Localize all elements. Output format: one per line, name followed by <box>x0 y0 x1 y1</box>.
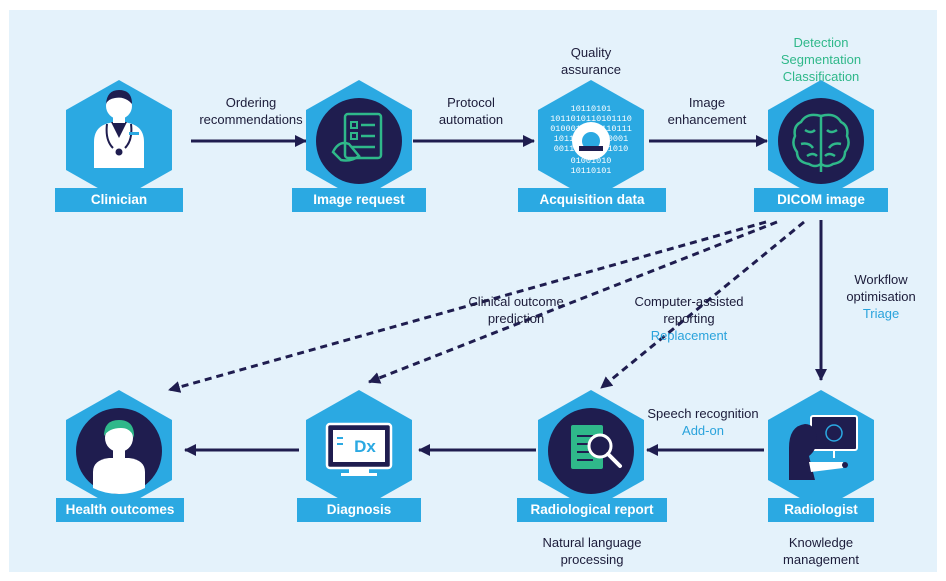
edge-label-speech: Speech recognition Add-on <box>635 405 771 439</box>
workflow-line-2: optimisation <box>846 289 916 304</box>
label-radiological-report: Radiological report <box>517 498 667 522</box>
binary-line-8: 01001010 <box>571 156 612 166</box>
radiologist-monitor-icon <box>789 415 858 480</box>
clinical-line-2: prediction <box>487 311 545 326</box>
edge-label-image-enhancement: Image enhancement <box>659 94 755 128</box>
image-enhancement-line-1: Image <box>688 95 726 110</box>
edge-label-clinical: Clinical outcome prediction <box>461 293 571 327</box>
edge-label-ordering: Ordering recommendations <box>197 94 305 128</box>
binary-line-1: 10110101 <box>571 104 612 114</box>
edge-label-protocol: Protocol automation <box>421 94 521 128</box>
edge-label-ai-tasks: Detection Segmentation Classification <box>771 34 871 85</box>
binary-line-4: 1011 <box>554 134 574 144</box>
report-magnifier-icon <box>571 425 622 469</box>
ordering-line-2: recommendations <box>199 112 303 127</box>
quality-line-1: Quality <box>570 45 612 60</box>
edge-label-computer-assisted: Computer-assisted reporting Replacement <box>627 293 751 344</box>
label-image-request: Image request <box>292 188 426 212</box>
quality-line-2: assurance <box>561 62 621 77</box>
node-health-outcomes <box>66 390 172 510</box>
dashed-arrows <box>168 220 805 393</box>
doctor-stethoscope-icon <box>94 90 144 168</box>
knowledge-line-1: Knowledge <box>788 535 854 550</box>
knowledge-line-2: management <box>783 552 859 567</box>
scanner-binary-icon: 10110101 1011010110101110 01000100101101… <box>550 104 632 176</box>
dashed-arrow-to-report <box>600 220 805 390</box>
speech-label: Speech recognition <box>647 406 759 421</box>
image-enhancement-line-2: enhancement <box>667 112 747 127</box>
computer-assisted-line-2: reporting <box>663 311 715 326</box>
binary-line-6: 0011 <box>554 144 574 154</box>
detection-label: Detection <box>793 35 849 50</box>
node-acquisition-data: 10110101 1011010110101110 01000100101101… <box>538 80 644 200</box>
clinical-line-1: Clinical outcome <box>468 294 564 309</box>
binary-line-5: 0001 <box>608 134 628 144</box>
node-dicom-image <box>768 80 874 200</box>
replacement-label: Replacement <box>650 328 728 343</box>
nlp-line-1: Natural language <box>542 535 642 550</box>
dx-text: Dx <box>354 437 376 456</box>
protocol-line-2: automation <box>438 112 504 127</box>
label-radiologist: Radiologist <box>768 498 874 522</box>
workflow-line-1: Workflow <box>854 272 908 287</box>
node-radiologist <box>768 390 874 510</box>
classification-label: Classification <box>782 69 860 84</box>
binary-line-7: 1010 <box>608 144 628 154</box>
ordering-line-1: Ordering <box>225 95 277 110</box>
diagram-canvas: 10110101 1011010110101110 01000100101101… <box>9 10 937 572</box>
checklist-form-icon <box>331 112 383 162</box>
patient-icon <box>93 420 145 494</box>
dx-monitor-icon: Dx <box>325 422 393 476</box>
node-diagnosis: Dx <box>306 390 412 510</box>
label-clinician: Clinician <box>55 188 183 212</box>
label-dicom-image: DICOM image <box>754 188 888 212</box>
binary-line-2: 1011010110101110 <box>550 114 632 124</box>
node-clinician <box>66 80 172 200</box>
flow-diagram: 10110101 1011010110101110 01000100101101… <box>66 80 874 510</box>
edge-label-quality: Quality assurance <box>549 44 633 78</box>
label-acquisition-data: Acquisition data <box>518 188 666 212</box>
edge-label-knowledge: Knowledge management <box>771 534 871 568</box>
dashed-arrow-to-diagnosis <box>368 220 778 384</box>
nlp-line-2: processing <box>560 552 624 567</box>
binary-line-9: 10110101 <box>571 166 612 176</box>
label-health-outcomes: Health outcomes <box>56 498 184 522</box>
addon-label: Add-on <box>682 423 724 438</box>
protocol-line-1: Protocol <box>447 95 495 110</box>
dashed-arrow-to-outcomes <box>168 220 767 393</box>
edge-label-workflow: Workflow optimisation Triage <box>839 271 923 322</box>
node-image-request <box>306 80 412 200</box>
edge-label-nlp: Natural language processing <box>529 534 655 568</box>
brain-icon <box>792 113 850 172</box>
label-diagnosis: Diagnosis <box>297 498 421 522</box>
solid-arrows <box>184 135 827 456</box>
node-radiological-report <box>538 390 644 510</box>
triage-label: Triage <box>862 306 900 321</box>
segmentation-label: Segmentation <box>780 52 862 67</box>
computer-assisted-line-1: Computer-assisted <box>634 294 744 309</box>
